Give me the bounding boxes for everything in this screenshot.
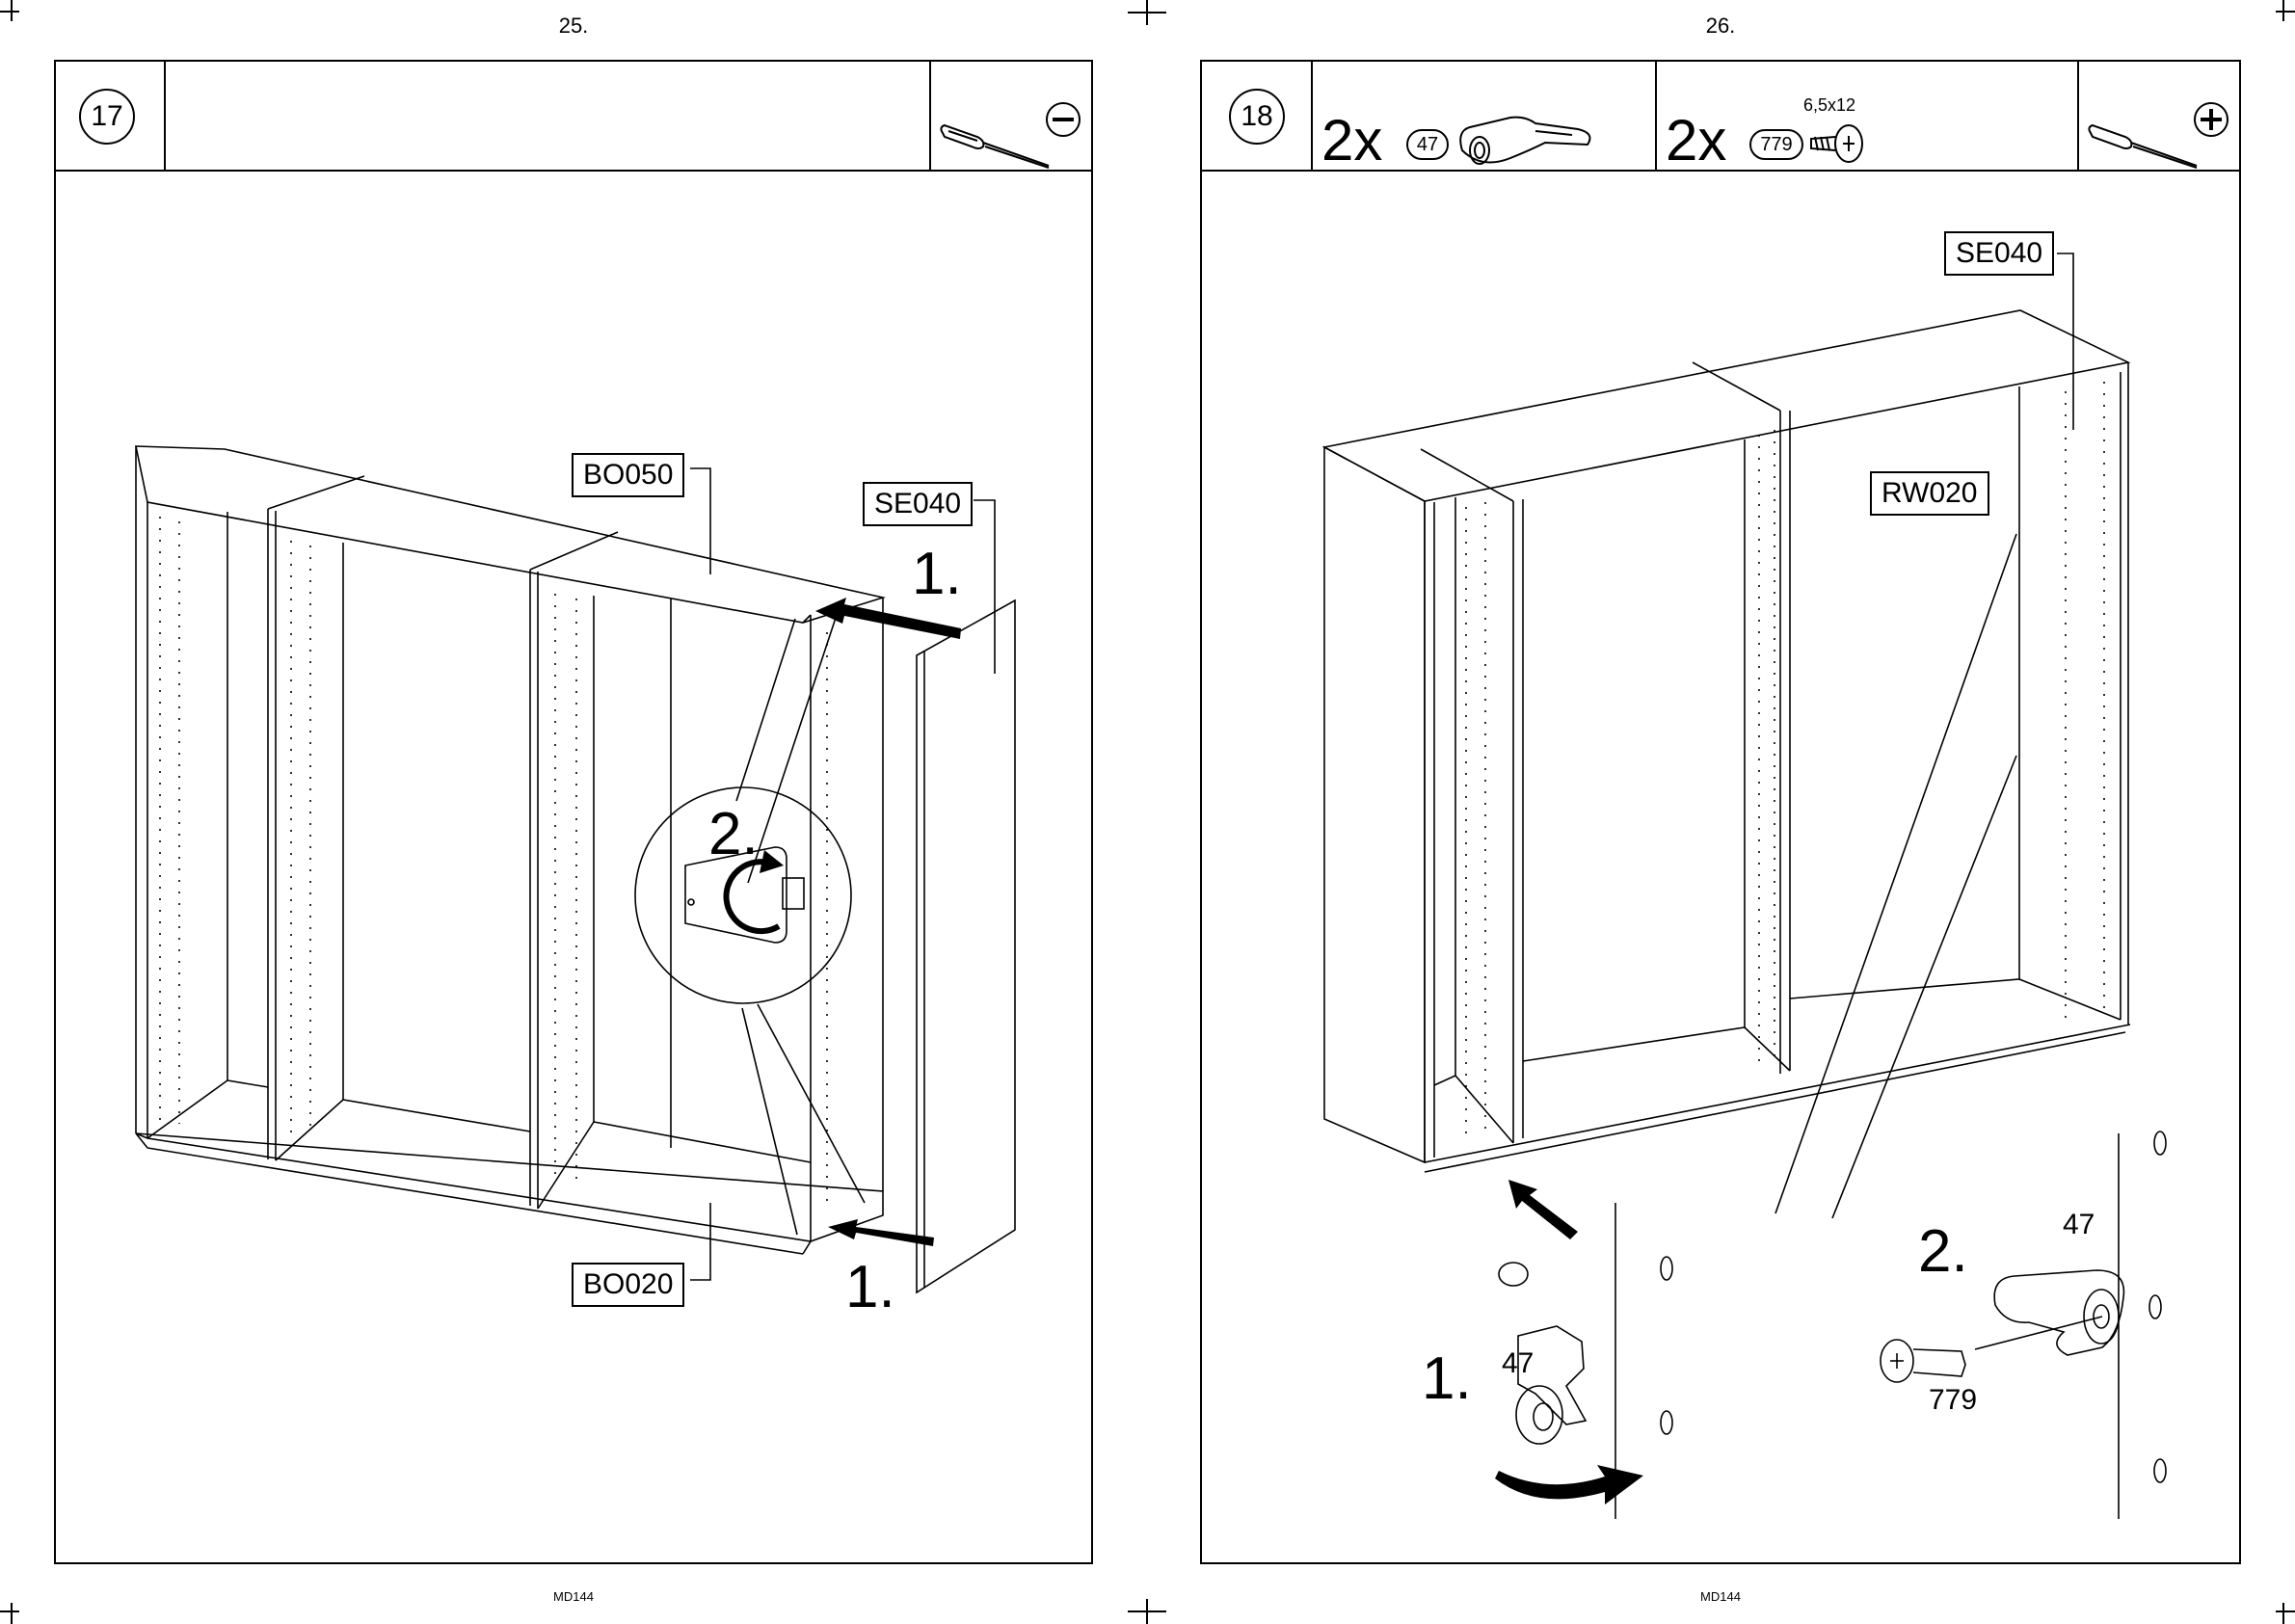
page-number: 26. — [1663, 13, 1778, 39]
bracket-icon — [1453, 93, 1607, 170]
label-top-panel: BO050 — [572, 453, 684, 497]
step-1-label-top: 1. — [912, 545, 962, 604]
page-number: 25. — [516, 13, 631, 39]
part-number: 779 — [1749, 129, 1803, 160]
detail-step-1-part: 47 — [1502, 1349, 1534, 1378]
footer-code: MD144 — [1663, 1589, 1778, 1604]
part-qty: 2x — [1321, 112, 1382, 170]
step-number: 18 — [1229, 89, 1285, 145]
detail-step-2-bracket: 47 — [2063, 1211, 2095, 1239]
detail-step-1-label: 1. — [1422, 1349, 1472, 1409]
wardrobe-assembly-illustration — [54, 170, 1093, 1519]
label-bottom-panel: BO020 — [572, 1263, 684, 1307]
screw-size: 6,5x12 — [1803, 96, 1855, 114]
label-side-panel: SE040 — [863, 482, 973, 526]
detail-step-2-screw: 779 — [1929, 1386, 1977, 1415]
step-2-label: 2. — [708, 805, 759, 865]
part-qty: 2x — [1666, 112, 1726, 170]
label-side-panel: SE040 — [1944, 231, 2054, 276]
flathead-screwdriver-icon — [935, 67, 1089, 164]
step-number: 17 — [79, 89, 135, 145]
wardrobe-detail-illustration — [1200, 170, 2241, 1519]
step-1-label-bottom: 1. — [845, 1258, 895, 1318]
phillips-screwdriver-icon — [2083, 67, 2237, 164]
detail-step-2-label: 2. — [1918, 1222, 1968, 1282]
screw-icon — [1805, 118, 1873, 175]
footer-code: MD144 — [516, 1589, 631, 1604]
label-back-wall: RW020 — [1870, 471, 1989, 516]
part-number: 47 — [1406, 129, 1449, 160]
